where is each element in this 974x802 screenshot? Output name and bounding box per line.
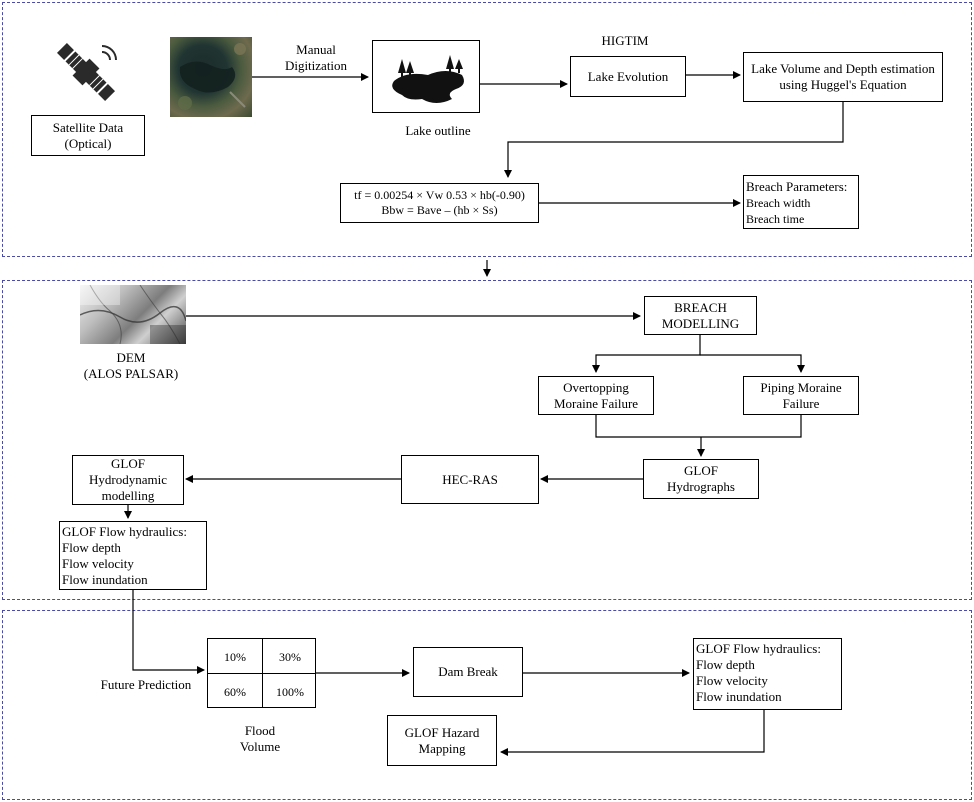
lake-evolution-box: Lake Evolution [570, 56, 686, 97]
satellite-image [170, 37, 252, 117]
glof-hydrodynamic-box: GLOF Hydrodynamic modelling [72, 455, 184, 505]
flow-hydraulics-box: GLOF Flow hydraulics: Flow depth Flow ve… [59, 521, 207, 590]
flood-volume-label: Flood Volume [239, 723, 281, 754]
hazard-mapping-box: GLOF Hazard Mapping [387, 715, 497, 766]
dam-break-box: Dam Break [413, 647, 523, 697]
lake-outline-label: Lake outline [405, 123, 471, 138]
volume-cell-100: 100% [276, 685, 304, 699]
satellite-icon [50, 38, 122, 106]
higtim-label: HIGTIM [601, 33, 649, 48]
lake-volume-box: Lake Volume and Depth estimation using H… [743, 52, 943, 102]
breach-parameters-box: Breach Parameters: Breach width Breach t… [743, 175, 859, 229]
breach-modelling-box: BREACH MODELLING [644, 296, 757, 335]
section-future-prediction [2, 610, 972, 800]
arrow-to-hazard-mapping [500, 710, 765, 756]
section-lake-analysis [2, 2, 972, 257]
breach-equations-box: tf = 0.00254 × Vw 0.53 × hb(-0.90) Bbw =… [340, 183, 539, 223]
hec-ras-box: HEC-RAS [401, 455, 539, 504]
overtopping-failure-box: Overtopping Moraine Failure [538, 376, 654, 415]
future-prediction-label: Future Prediction [100, 677, 192, 692]
flow-hydraulics-box-2: GLOF Flow hydraulics: Flow depth Flow ve… [693, 638, 842, 710]
dem-image [80, 285, 186, 344]
satellite-data-box: Satellite Data (Optical) [31, 115, 145, 156]
lake-outline-icon [372, 40, 480, 113]
arrow-to-prediction [132, 590, 205, 674]
volume-cell-60: 60% [224, 685, 246, 699]
arrow-merge-to-hydrographs [595, 415, 802, 438]
piping-failure-box: Piping Moraine Failure [743, 376, 859, 415]
arrow-breach-split-right [700, 354, 805, 373]
arrow-to-equations [504, 102, 844, 178]
volume-cell-30: 30% [279, 650, 301, 664]
flood-volume-grid: 10% 30% 60% 100% [207, 638, 316, 708]
dem-label: DEM (ALOS PALSAR) [83, 350, 179, 381]
arrow-breach-split-left [592, 335, 701, 373]
volume-cell-10: 10% [224, 650, 246, 664]
manual-digitization-label: Manual Digitization [284, 42, 348, 73]
section-breach-modelling [2, 280, 972, 600]
glof-hydrographs-box: GLOF Hydrographs [643, 459, 759, 499]
